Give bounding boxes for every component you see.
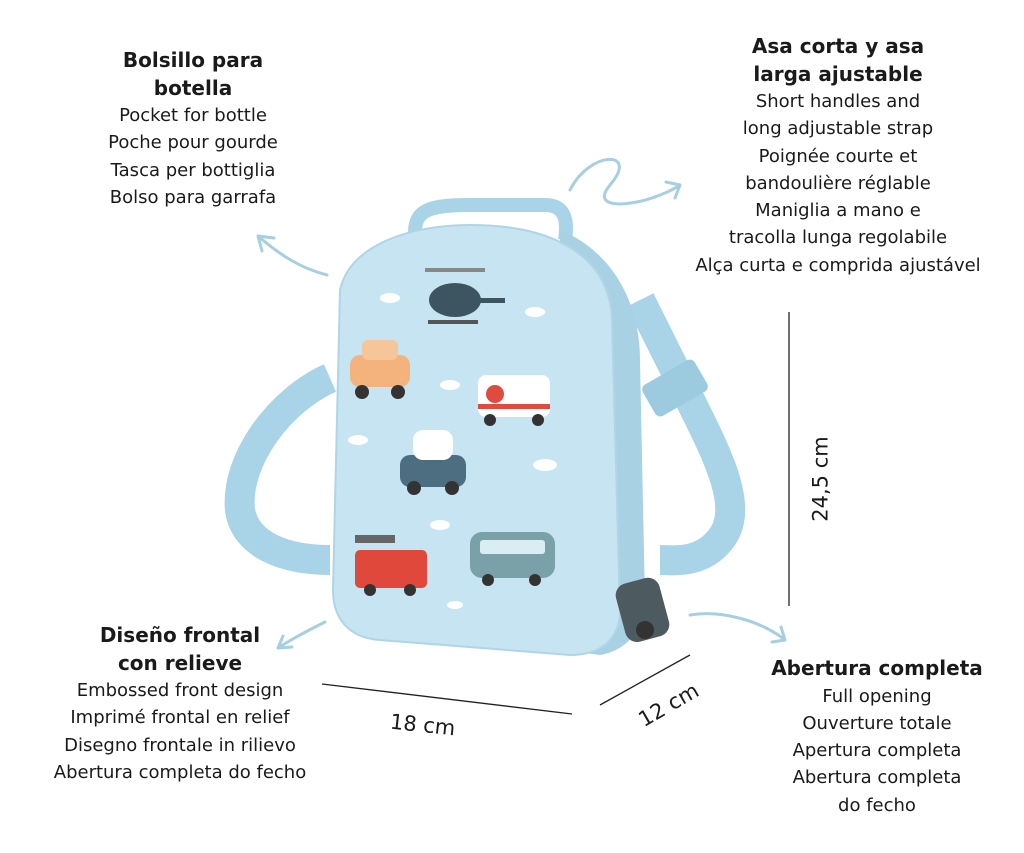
feature-heading: Abertura completa	[771, 656, 983, 680]
short-handle	[408, 198, 573, 242]
feature-heading: Asa corta y asa	[751, 34, 925, 58]
feature-heading: larga ajustable	[753, 61, 923, 86]
fire-truck	[355, 535, 427, 596]
feature-line: Ouverture totale	[802, 712, 952, 734]
feature-bottle-pocket: Bolsillo para botella Pocket for bottle …	[73, 47, 313, 211]
zipper-pull-charm	[615, 577, 670, 642]
feature-heading: Diseño frontal	[99, 623, 261, 647]
clouds	[348, 293, 557, 609]
feature-line: do fecho	[838, 794, 916, 816]
feature-line: Pocket for bottle	[119, 105, 267, 126]
feature-line: tracolla lunga regolabile	[728, 227, 948, 249]
feature-line: Maniglia a mano e	[755, 200, 921, 222]
feature-line: Bolso para garrafa	[109, 186, 277, 208]
feature-line: Abertura completa do fecho	[53, 761, 307, 783]
arrow-bottle-pocket	[256, 234, 329, 277]
arrows	[256, 157, 787, 650]
arrow-handles	[568, 157, 682, 206]
bus	[470, 532, 555, 586]
feature-opening: Abertura completa Full opening Ouverture…	[757, 655, 997, 819]
feature-heading: botella	[153, 75, 233, 100]
helicopter	[425, 268, 505, 324]
feature-line: Alça curta e comprida ajustável	[695, 254, 981, 276]
feature-line: Short handles and	[755, 91, 921, 112]
feature-line: Embossed front design	[76, 680, 284, 701]
feature-line: Imprimé frontal en relief	[70, 707, 290, 729]
taxi	[350, 340, 410, 399]
bag-front	[331, 223, 622, 657]
shoulder-strap	[224, 293, 746, 576]
dimension-lines	[321, 312, 790, 715]
feature-line: Full opening	[822, 685, 932, 707]
police-car	[400, 430, 466, 495]
feature-line: Poche pour gourde	[108, 132, 278, 154]
feature-heading: con relieve	[117, 650, 243, 675]
feature-line: Poignée courte et	[758, 145, 918, 167]
feature-line: Abertura completa	[792, 767, 962, 789]
arrow-front	[276, 620, 327, 650]
vehicle-prints	[350, 268, 555, 596]
feature-front-design: Diseño frontal con relieve Embossed fron…	[30, 622, 330, 786]
feature-handles: Asa corta y asa larga ajustable Short ha…	[678, 33, 998, 279]
dimension-height: 24,5 cm	[808, 436, 833, 522]
arrow-opening	[688, 612, 787, 644]
feature-line: Apertura completa	[792, 740, 962, 762]
feature-heading: Bolsillo para	[122, 48, 264, 72]
feature-line: long adjustable strap	[742, 118, 934, 140]
feature-line: bandoulière réglable	[745, 172, 931, 194]
feature-line: Disegno frontale in rilievo	[64, 734, 296, 756]
feature-line: Tasca per bottiglia	[110, 159, 276, 181]
ambulance	[478, 375, 550, 426]
